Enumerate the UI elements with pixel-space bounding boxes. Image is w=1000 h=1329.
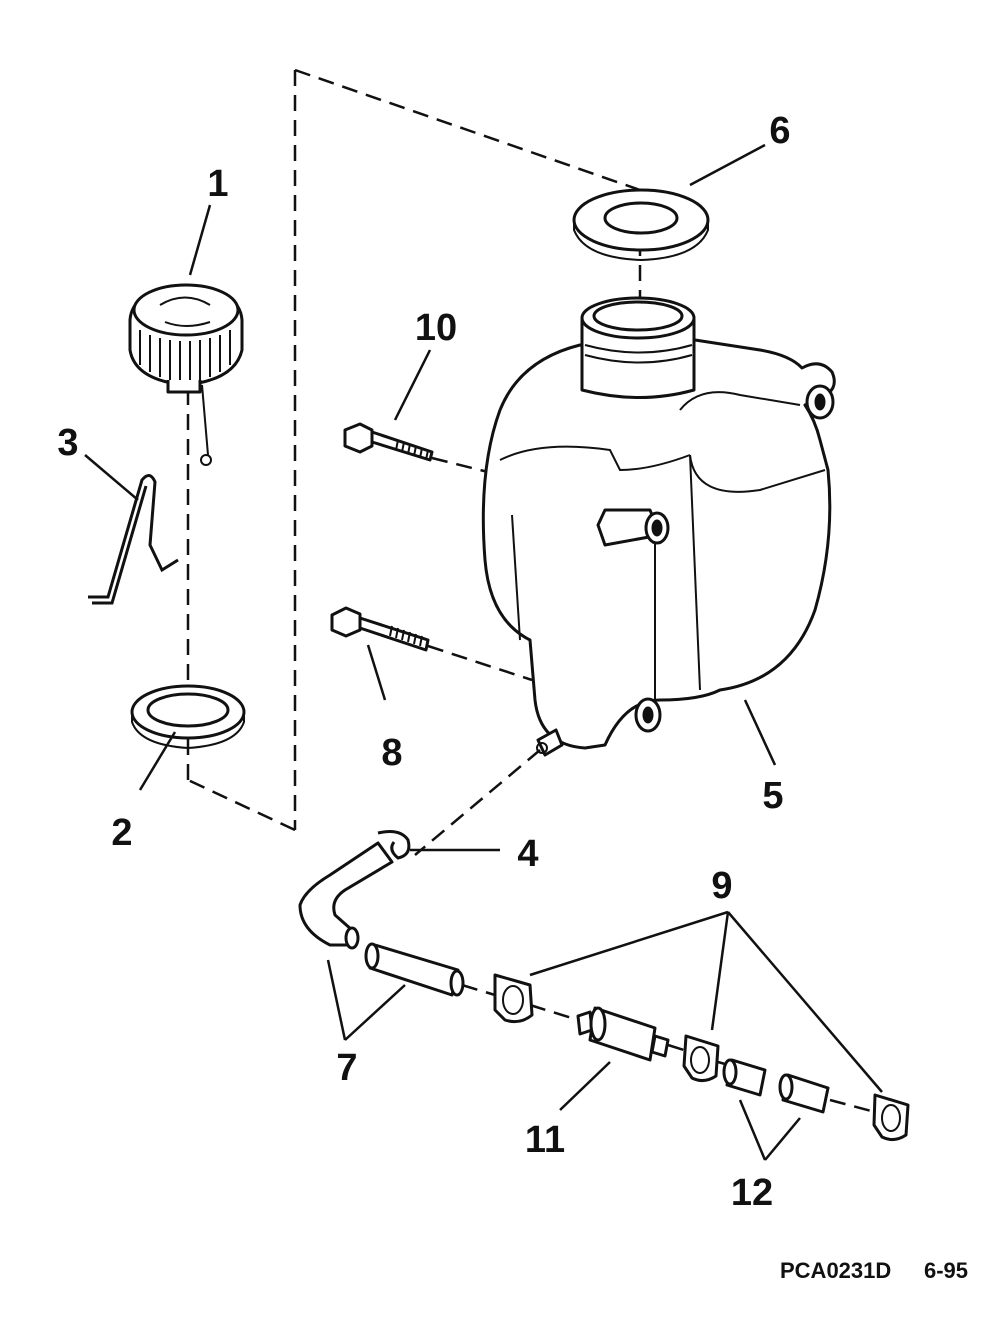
dashline-hose-clamp	[461, 983, 496, 997]
callout-5: 5	[762, 775, 783, 817]
dashline-clamp-filter	[529, 1003, 579, 1022]
reservoir-tank	[481, 296, 836, 757]
leader-12b	[764, 1117, 801, 1161]
leader-11	[559, 1061, 611, 1111]
leader-6	[689, 143, 766, 187]
callout-1: 1	[207, 163, 228, 205]
leader-8	[366, 644, 387, 701]
leader-12a	[738, 1099, 767, 1161]
neck-seal	[572, 188, 710, 262]
dashline-filter-clamp	[667, 1043, 691, 1054]
retaining-clip	[88, 474, 179, 605]
callout-2: 2	[111, 812, 132, 854]
dashline-drain	[414, 749, 541, 856]
leader-3	[84, 454, 139, 501]
figure-footer: PCA0231D 6-95	[780, 1258, 968, 1283]
figure-code: PCA0231D	[780, 1258, 891, 1283]
clamp-3	[872, 1093, 910, 1142]
dashline-tube-clamp	[829, 1098, 876, 1114]
leader-9b	[710, 911, 730, 1031]
callout-labels: 1 2 3 4 5 6 7 8 9 10 11 12	[57, 110, 790, 1214]
cap-gasket	[130, 684, 246, 750]
leader-2	[138, 731, 177, 791]
short-tube-2	[778, 1073, 830, 1114]
callout-7: 7	[336, 1047, 357, 1089]
leader-5	[743, 699, 777, 766]
clamp-1	[493, 973, 534, 1024]
leader-7a	[326, 959, 347, 1041]
dashline-bolt8	[427, 644, 533, 682]
dashline-bottom	[187, 778, 296, 832]
bolt-lower	[330, 606, 430, 652]
leader-7b	[344, 984, 406, 1041]
callout-11: 11	[525, 1119, 565, 1161]
hose-elbow	[298, 841, 394, 950]
hose-straight	[364, 942, 465, 997]
leader-lines	[84, 143, 883, 1161]
leader-10	[393, 349, 432, 421]
callout-10: 10	[415, 307, 457, 349]
dashline-top	[294, 68, 641, 192]
leader-1	[188, 204, 212, 276]
callout-6: 6	[769, 110, 790, 152]
hose-clamp-small	[377, 830, 411, 860]
inline-filter	[576, 1006, 670, 1062]
filler-cap	[128, 283, 244, 466]
callout-8: 8	[381, 732, 402, 774]
callout-3: 3	[57, 422, 78, 464]
bolt-upper	[343, 422, 434, 462]
callout-4: 4	[517, 833, 538, 875]
callout-9: 9	[711, 865, 732, 907]
date-code: 6-95	[924, 1258, 968, 1283]
short-tube-1	[722, 1058, 767, 1097]
leader-9c	[727, 911, 883, 1093]
clamp-2	[682, 1034, 720, 1083]
callout-12: 12	[731, 1172, 773, 1214]
leader-9a	[529, 910, 729, 977]
